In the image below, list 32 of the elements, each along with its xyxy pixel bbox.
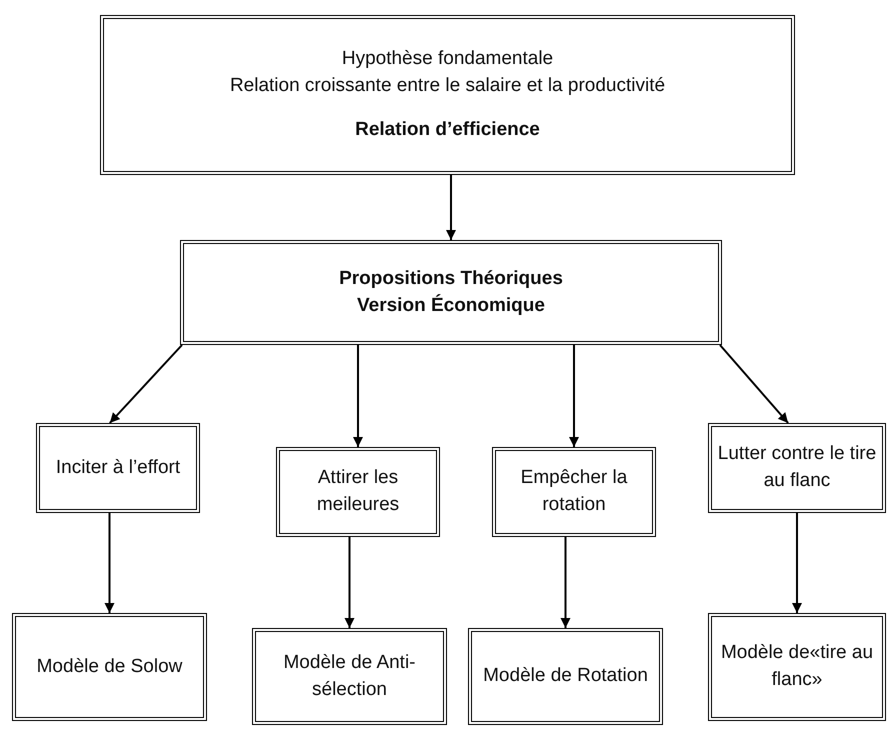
box-text: Modèle de Anti-sélection xyxy=(282,650,417,702)
process-box xyxy=(708,423,886,513)
box-text: Inciter à l’effort xyxy=(54,456,182,480)
box-text: Modèle de«tire au flanc» xyxy=(720,641,874,692)
arrow xyxy=(344,537,354,628)
arrow xyxy=(569,345,579,447)
arrow xyxy=(560,537,570,628)
box-text: Lutter contre le tire au flanc xyxy=(716,442,878,493)
arrow xyxy=(109,344,183,424)
process-box xyxy=(100,15,795,175)
box-text: Relation croissante entre le salaire et la productivité xyxy=(228,74,666,98)
arrow xyxy=(446,175,456,240)
arrow xyxy=(792,513,802,613)
process-box xyxy=(276,447,440,537)
process-box xyxy=(708,613,886,721)
process-box xyxy=(468,628,663,725)
arrow xyxy=(719,344,789,424)
box-text: Modèle de Solow xyxy=(36,654,184,679)
process-box xyxy=(180,240,722,345)
box-text: Version Économique xyxy=(356,293,546,318)
box-text: Relation d’efficience xyxy=(354,118,541,142)
box-text: Hypothèse fondamentale xyxy=(340,47,554,72)
process-box xyxy=(252,628,447,725)
arrow xyxy=(353,345,363,447)
process-box xyxy=(12,613,207,721)
arrow xyxy=(104,513,114,613)
process-box xyxy=(36,423,200,513)
box-text: Empêcher la rotation xyxy=(520,466,628,517)
box-text: Attirer les meileures xyxy=(316,466,400,517)
box-text: Propositions Théoriques xyxy=(338,266,564,291)
process-box xyxy=(492,447,656,537)
box-text: Modèle de Rotation xyxy=(482,664,649,688)
